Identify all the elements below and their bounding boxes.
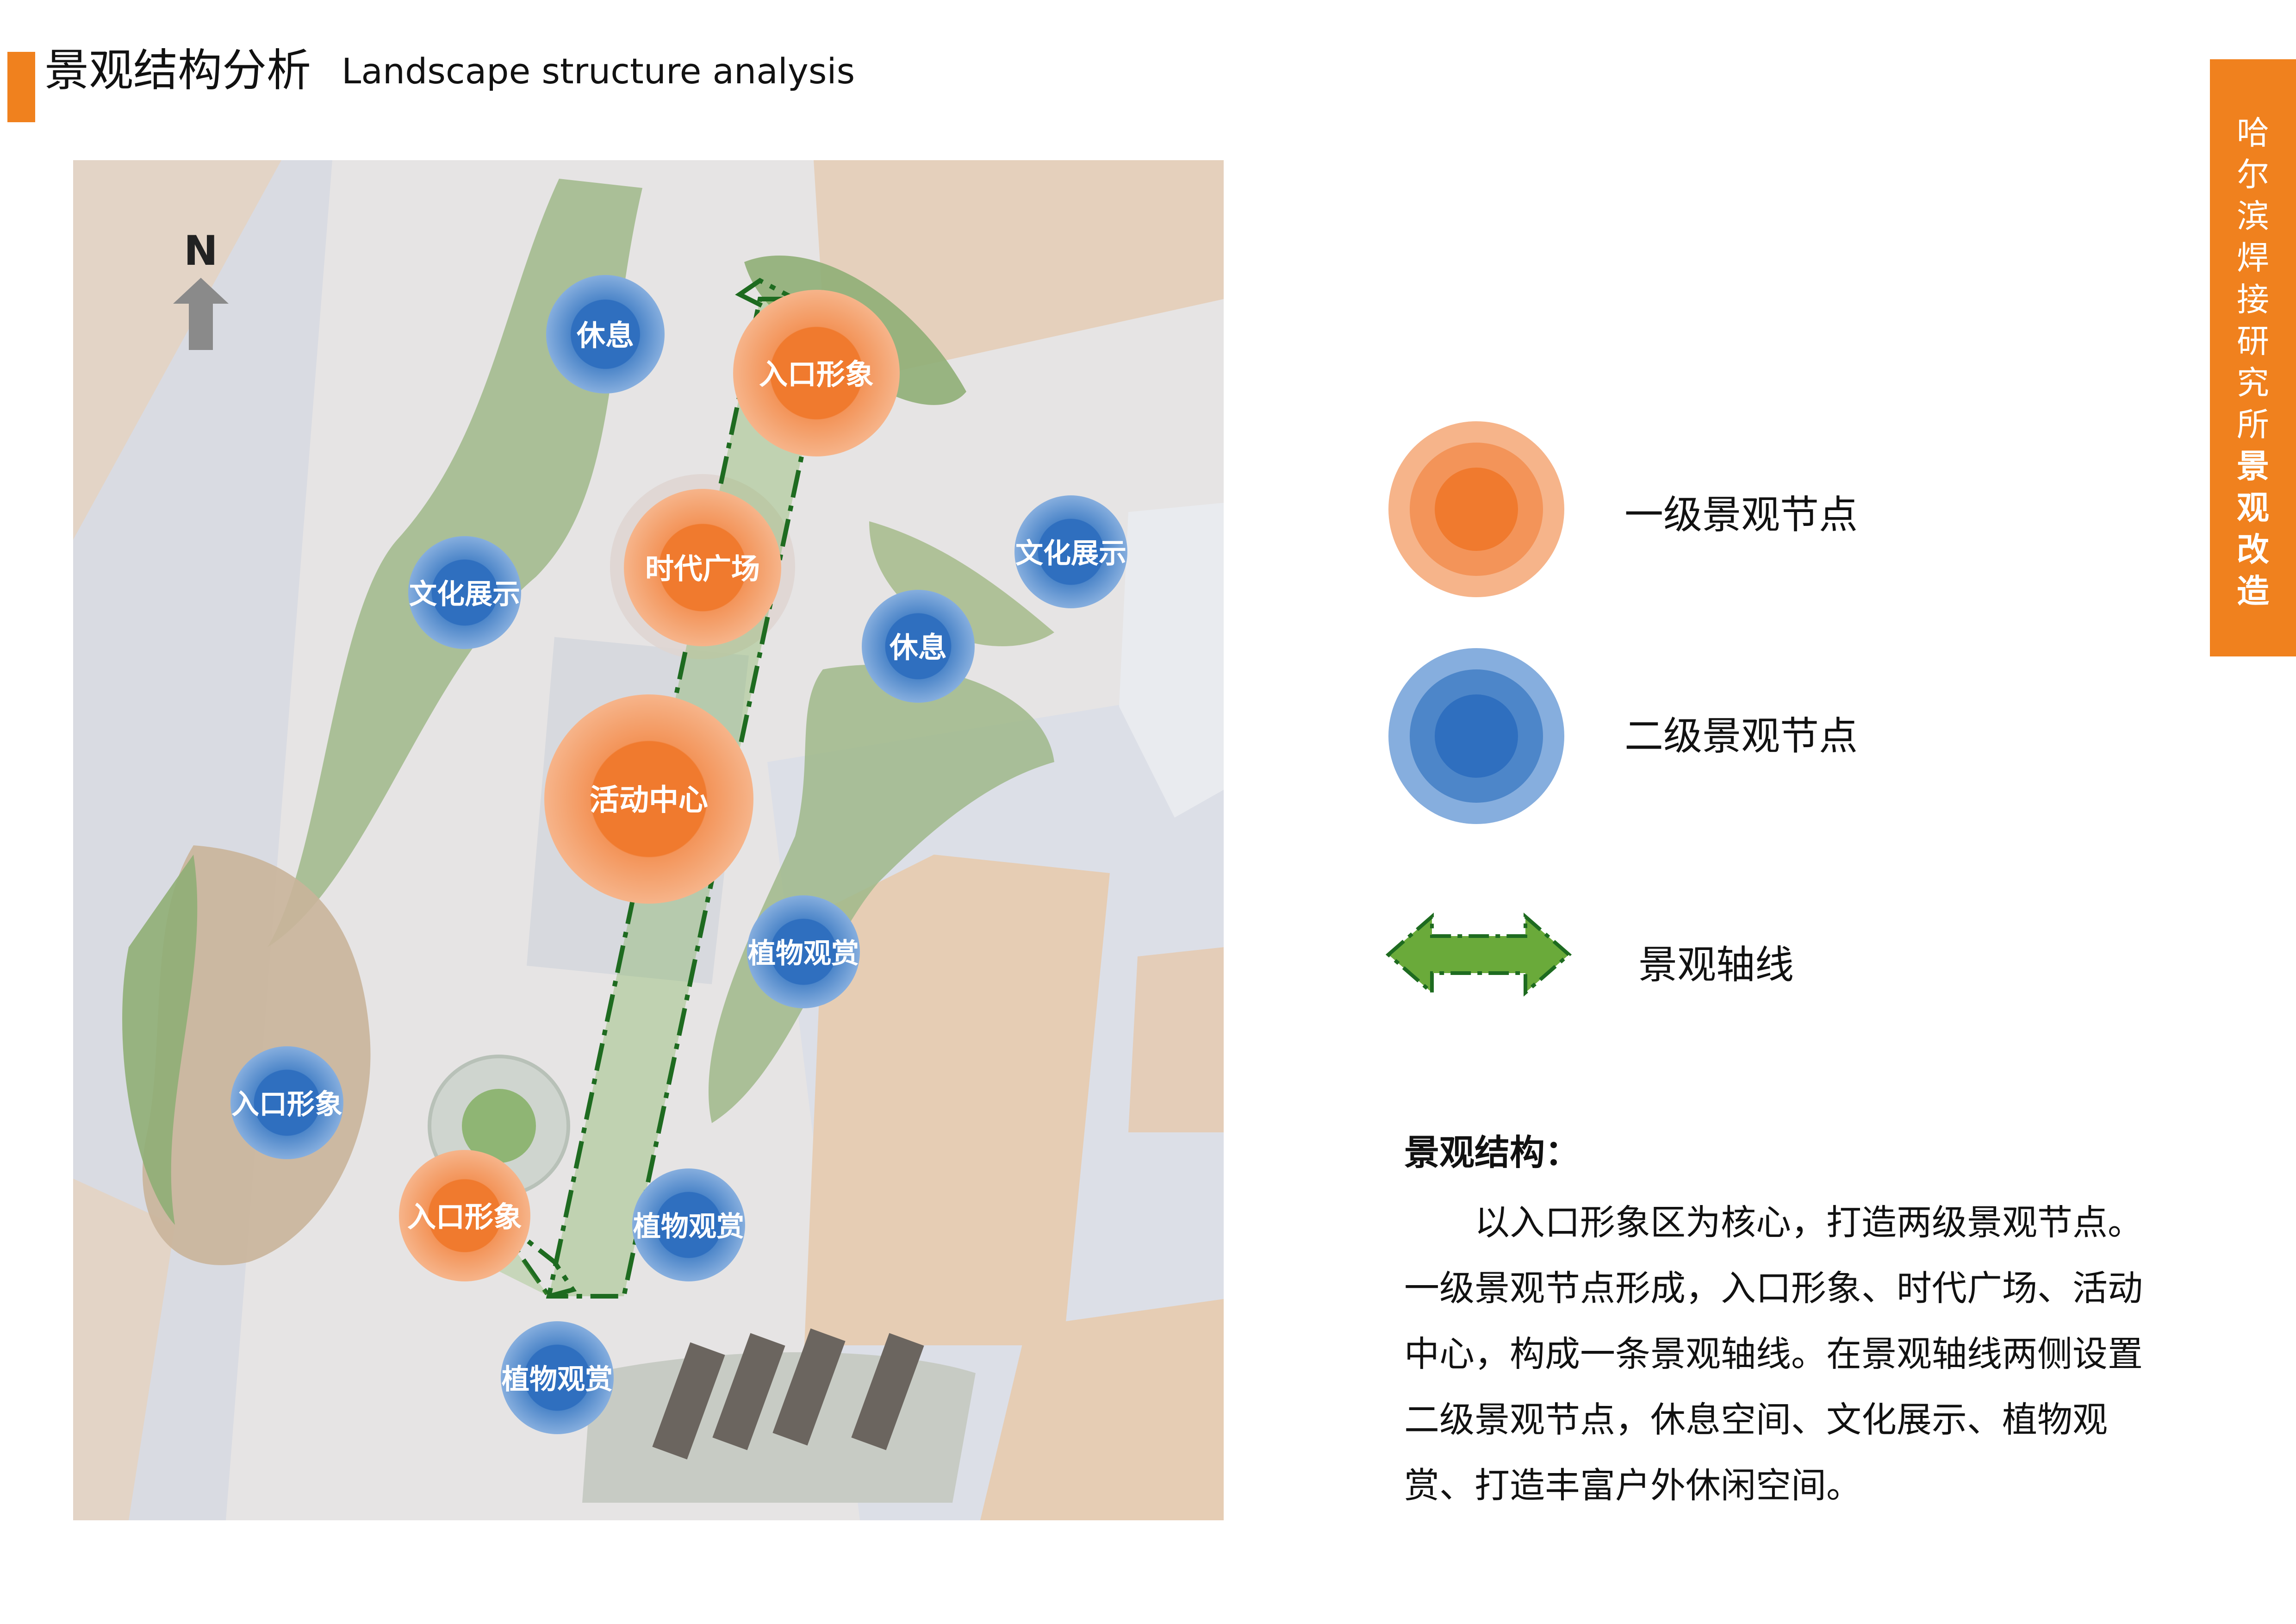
garden xyxy=(869,521,1054,646)
node-label: 文化展示 xyxy=(409,578,520,611)
description-body: 以入口形象区为核心，打造两级景观节点。一级景观节点形成，入口形象、时代广场、活动… xyxy=(1404,1202,2143,1506)
node-label: 休息 xyxy=(576,319,634,352)
legend-axis-label: 景观轴线 xyxy=(1638,942,1794,987)
side-tab: 哈 尔 滨 焊 接 研 究 所 景 观 改 造 xyxy=(2210,59,2296,656)
node-label: 入口形象 xyxy=(407,1200,522,1234)
node-label: 植物观赏 xyxy=(748,937,859,970)
site-plan: N 入口形象 时代广场 活动中心 入口形象 休息 文化展示 xyxy=(73,160,1224,1520)
pavilion xyxy=(772,1328,846,1446)
side-tab-char: 观 xyxy=(2237,489,2269,527)
node-plants-2: 植物观赏 xyxy=(632,1168,745,1281)
node-label: 休息 xyxy=(889,631,947,664)
node-activity-center: 活动中心 xyxy=(544,694,753,904)
building xyxy=(73,1179,175,1520)
side-tab-char: 造 xyxy=(2237,572,2269,610)
side-tab-char: 究 xyxy=(2237,364,2269,402)
pavilion xyxy=(712,1333,785,1450)
title-accent-bar xyxy=(7,52,35,122)
node-label: 植物观赏 xyxy=(633,1211,744,1243)
side-tab-char: 景 xyxy=(2237,447,2269,485)
pavilion xyxy=(652,1342,725,1460)
node-label: 活动中心 xyxy=(590,783,708,818)
site-plan-drawing: N 入口形象 时代广场 活动中心 入口形象 休息 文化展示 xyxy=(73,160,1224,1520)
fountain xyxy=(462,1089,536,1163)
building xyxy=(1128,947,1224,1132)
legend-primary-label: 一级景观节点 xyxy=(1624,492,1858,537)
building xyxy=(1119,503,1224,818)
legend-secondary-label: 二级景观节点 xyxy=(1624,713,1858,759)
side-tab-char: 所 xyxy=(2237,406,2269,443)
node-era-plaza: 时代广场 xyxy=(624,489,781,646)
building xyxy=(980,1299,1224,1520)
legend-secondary-icon xyxy=(1388,648,1564,824)
green-belt xyxy=(708,664,1054,1123)
legend-axis-icon xyxy=(1385,912,1572,997)
node-label: 入口形象 xyxy=(759,357,874,391)
node-label: 时代广场 xyxy=(645,552,760,586)
side-tab-char: 哈 xyxy=(2237,114,2269,152)
side-tab-char: 研 xyxy=(2237,322,2269,360)
node-rest-1: 休息 xyxy=(546,275,665,394)
node-plants-1: 植物观赏 xyxy=(747,895,860,1008)
page-subtitle: Landscape structure analysis xyxy=(342,50,855,92)
north-arrow-icon xyxy=(173,278,229,350)
side-tab-char: 改 xyxy=(2237,531,2269,568)
green-belt xyxy=(122,855,198,1225)
node-label: 植物观赏 xyxy=(502,1363,613,1396)
node-label: 文化展示 xyxy=(1015,537,1126,570)
node-entrance-top: 入口形象 xyxy=(733,290,900,456)
node-entrance-bottom: 入口形象 xyxy=(399,1150,530,1281)
node-culture-right: 文化展示 xyxy=(1014,495,1127,608)
side-tab-char: 焊 xyxy=(2237,239,2269,277)
page-title: 景观结构分析 xyxy=(44,44,311,96)
node-culture-left: 文化展示 xyxy=(408,536,521,649)
building xyxy=(73,160,281,540)
node-label: 入口形象 xyxy=(231,1088,342,1121)
north-arrow: N xyxy=(173,227,229,350)
road-left xyxy=(73,160,332,1520)
north-label: N xyxy=(184,227,218,275)
node-plants-3: 植物观赏 xyxy=(501,1321,614,1434)
side-tab-char: 滨 xyxy=(2237,197,2269,235)
side-tab-char: 尔 xyxy=(2237,156,2269,194)
node-entrance-left: 入口形象 xyxy=(230,1046,343,1159)
building xyxy=(804,855,1110,1345)
description-heading: 景观结构： xyxy=(1404,1132,1580,1173)
building xyxy=(814,160,1224,373)
side-tab-char: 接 xyxy=(2237,281,2269,319)
legend-primary-icon xyxy=(1388,421,1564,597)
pavilion xyxy=(851,1333,924,1450)
node-rest-2: 休息 xyxy=(862,590,975,703)
